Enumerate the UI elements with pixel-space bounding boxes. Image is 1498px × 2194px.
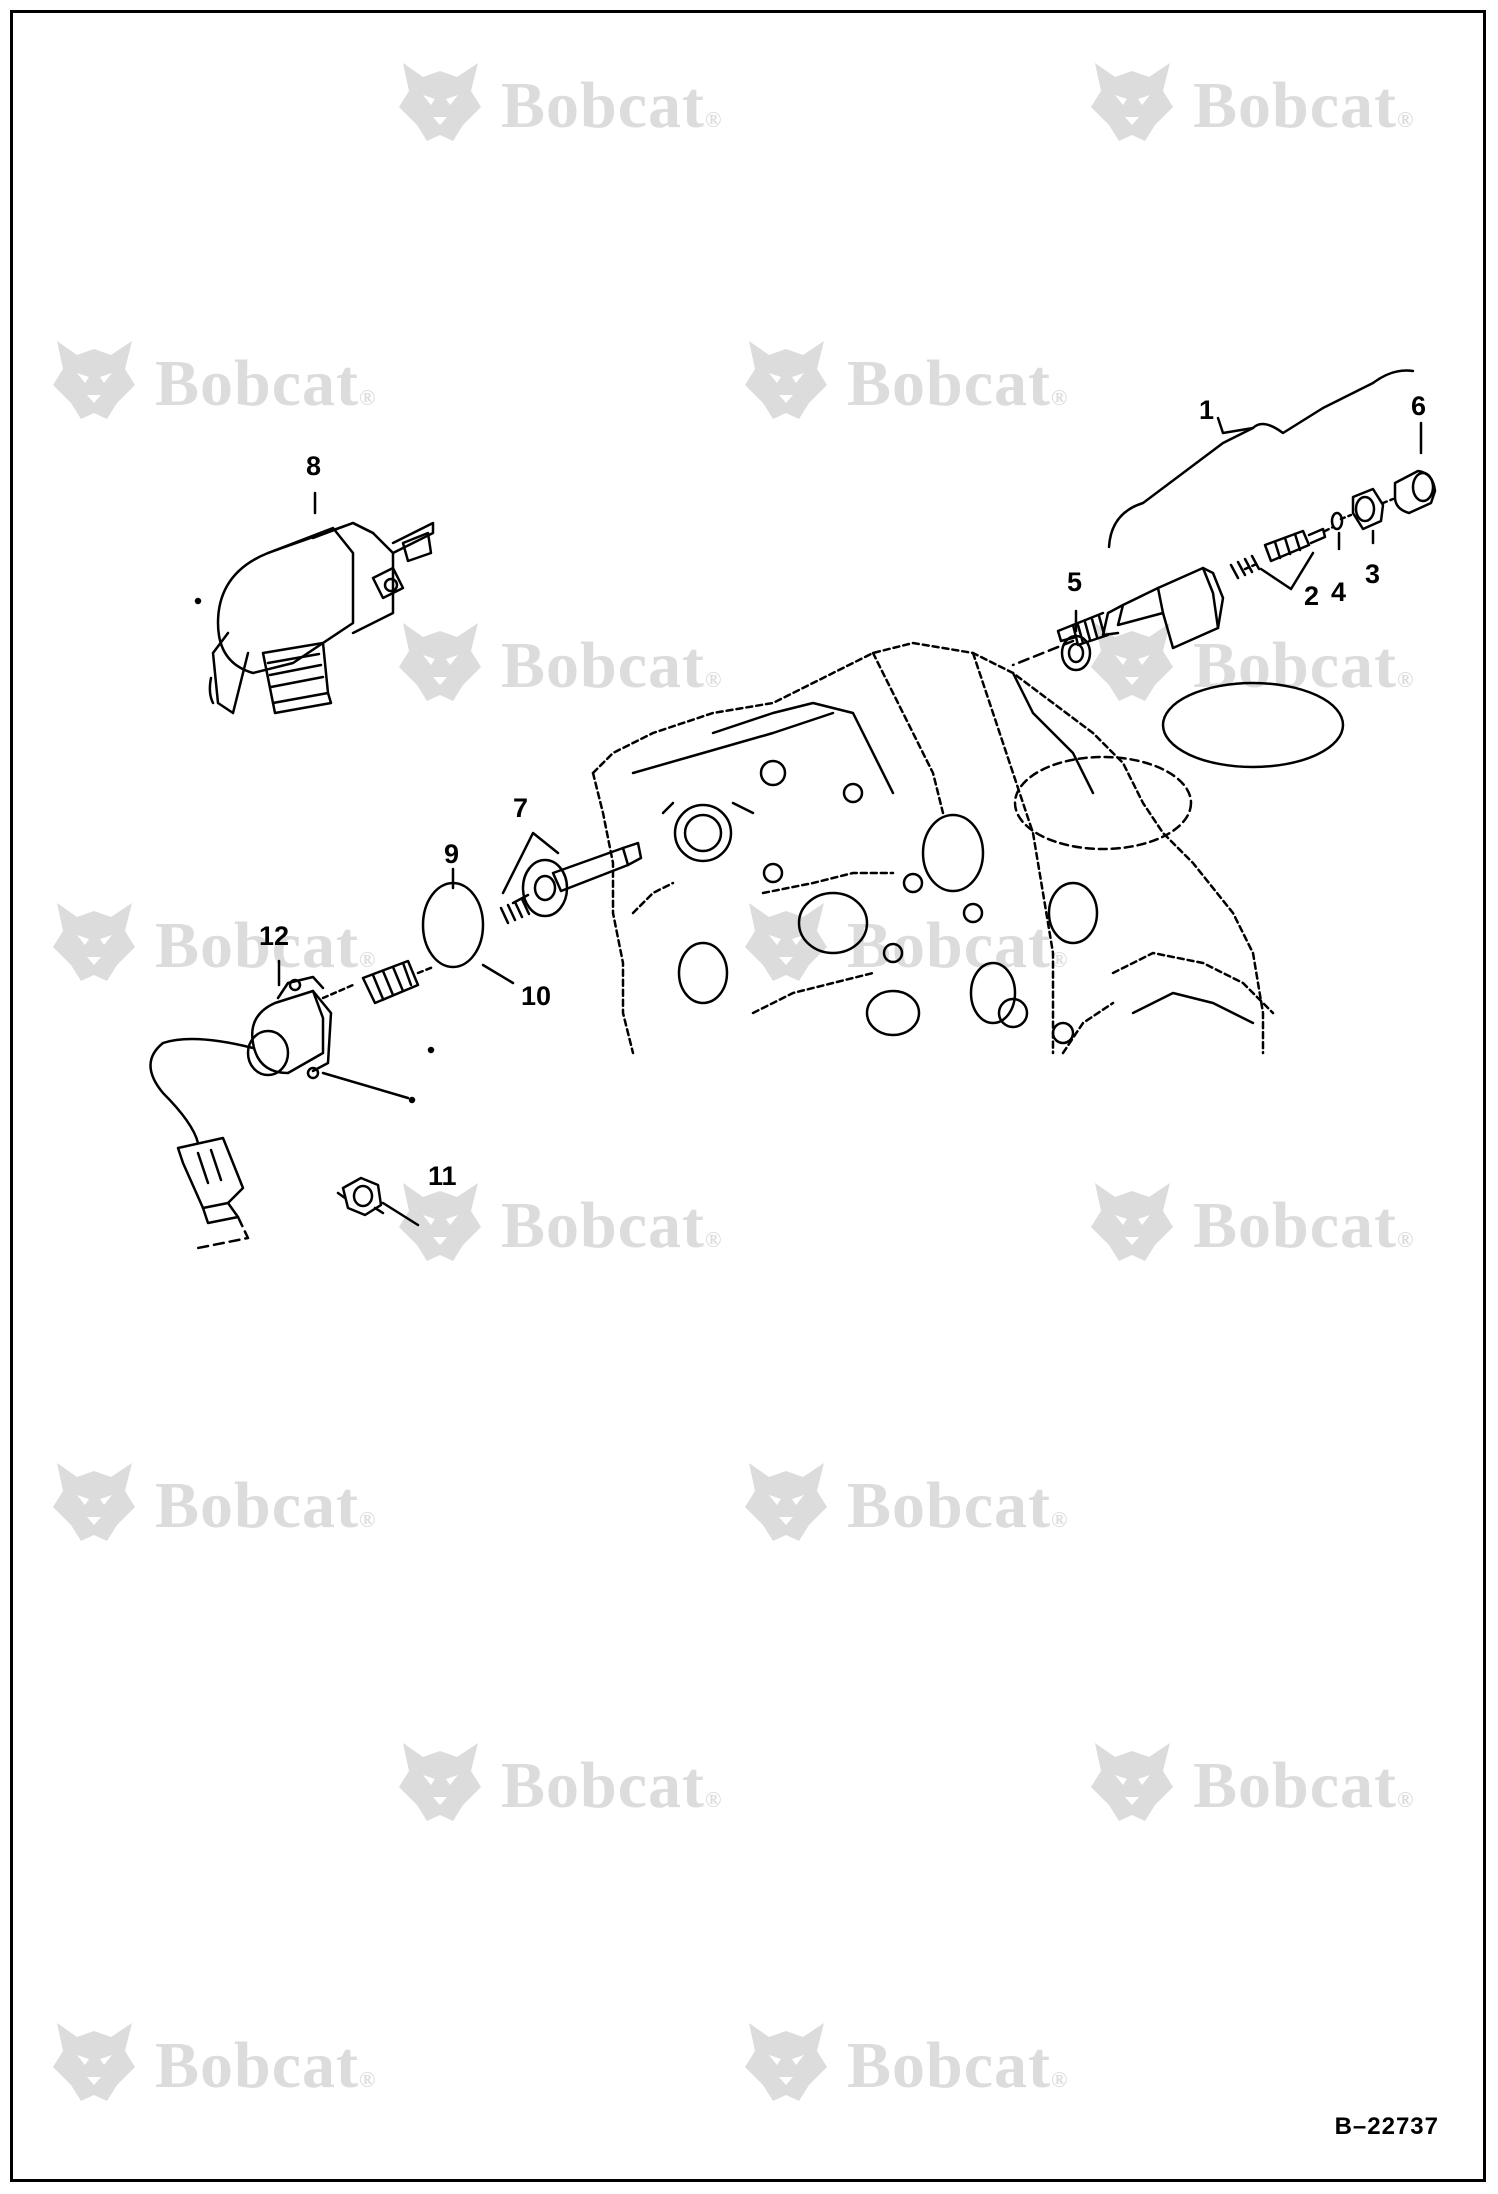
- callout-8: 8: [306, 451, 322, 481]
- bobcat-logo-icon: [393, 1735, 488, 1825]
- callout-1: 1: [1199, 395, 1215, 425]
- bobcat-logo-icon: [393, 1175, 488, 1265]
- registered-mark: ®: [1397, 1787, 1415, 1812]
- registered-mark: ®: [1397, 1227, 1415, 1252]
- engine-block: [591, 641, 1275, 1055]
- bobcat-watermark: Bobcat®: [393, 615, 753, 705]
- reference-number: B–22737: [1334, 2113, 1439, 2140]
- watermark-text: Bobcat®: [155, 2029, 377, 2102]
- registered-mark: ®: [359, 947, 377, 972]
- dot: [427, 1046, 435, 1054]
- registered-mark: ®: [1051, 1507, 1069, 1532]
- bobcat-logo-icon: [739, 895, 834, 985]
- bobcat-logo-icon: [1085, 1175, 1180, 1265]
- callout-7: 7: [513, 793, 529, 823]
- bobcat-logo-icon: [1085, 1735, 1180, 1825]
- watermark-text: Bobcat®: [501, 1189, 723, 1262]
- dot: [408, 1096, 416, 1104]
- callout-10: 10: [521, 981, 552, 1011]
- bobcat-logo-icon: [739, 2015, 834, 2105]
- registered-mark: ®: [359, 385, 377, 410]
- bobcat-logo-icon: [47, 2015, 142, 2105]
- watermark-text: Bobcat®: [155, 347, 377, 420]
- registered-mark: ®: [705, 1787, 723, 1812]
- watermark-text: Bobcat®: [501, 1749, 723, 1822]
- part-7-shaft: [499, 841, 643, 925]
- watermark-text: Bobcat®: [501, 69, 723, 142]
- bobcat-logo-icon: [1085, 615, 1180, 705]
- bobcat-logo-icon: [1085, 55, 1180, 145]
- registered-mark: ®: [1397, 667, 1415, 692]
- bobcat-watermark: Bobcat®: [739, 333, 1099, 423]
- bobcat-watermark: Bobcat®: [739, 895, 1099, 985]
- bobcat-watermark: Bobcat®: [739, 2015, 1099, 2105]
- bobcat-watermark: Bobcat®: [393, 1175, 753, 1265]
- watermark-text: Bobcat®: [847, 909, 1069, 982]
- watermark-text: Bobcat®: [847, 2029, 1069, 2102]
- bobcat-watermark: Bobcat®: [739, 1455, 1099, 1545]
- callout-9: 9: [444, 839, 460, 869]
- registered-mark: ®: [1397, 107, 1415, 132]
- part-11-leader-a: [321, 1071, 410, 1100]
- registered-mark: ®: [705, 1227, 723, 1252]
- bobcat-watermark: Bobcat®: [1085, 1735, 1445, 1825]
- bobcat-watermark: Bobcat®: [47, 2015, 407, 2105]
- registered-mark: ®: [1051, 385, 1069, 410]
- bobcat-logo-icon: [47, 895, 142, 985]
- registered-mark: ®: [1051, 947, 1069, 972]
- watermark-text: Bobcat®: [1193, 1189, 1415, 1262]
- bobcat-watermark: Bobcat®: [393, 1735, 753, 1825]
- bobcat-watermark: Bobcat®: [47, 1455, 407, 1545]
- leader-lines: [277, 369, 1423, 1227]
- bobcat-watermark: Bobcat®: [393, 55, 753, 145]
- exploded-parts-diagram: [149, 369, 1437, 1250]
- gasket-large: [1161, 681, 1345, 769]
- callout-2: 2: [1304, 581, 1320, 611]
- callout-6: 6: [1411, 391, 1427, 421]
- registered-mark: ®: [359, 1507, 377, 1532]
- bobcat-logo-icon: [739, 333, 834, 423]
- watermark-text: Bobcat®: [847, 1469, 1069, 1542]
- callout-4: 4: [1331, 577, 1347, 607]
- bobcat-logo-icon: [393, 615, 488, 705]
- bobcat-watermark: Bobcat®: [47, 895, 407, 985]
- part-9-o-ring: [421, 881, 485, 969]
- part-1-assembly: [1011, 469, 1437, 672]
- part-8-solenoid: [208, 521, 435, 715]
- diagram-frame: Bobcat® Bobcat® Bobcat® Bobcat® Bobcat® …: [10, 10, 1486, 2182]
- bobcat-watermark: Bobcat®: [1085, 1175, 1445, 1265]
- bobcat-logo-icon: [47, 333, 142, 423]
- registered-mark: ®: [705, 107, 723, 132]
- callout-3: 3: [1365, 559, 1381, 589]
- bobcat-logo-icon: [739, 1455, 834, 1545]
- callout-11: 11: [428, 1161, 457, 1191]
- watermark-text: Bobcat®: [847, 347, 1069, 420]
- bobcat-logo-icon: [393, 55, 488, 145]
- registered-mark: ®: [705, 667, 723, 692]
- registered-mark: ®: [359, 2067, 377, 2092]
- callout-12: 12: [259, 921, 290, 951]
- watermark-text: Bobcat®: [1193, 1749, 1415, 1822]
- bobcat-watermark: Bobcat®: [1085, 55, 1445, 145]
- registered-mark: ®: [1051, 2067, 1069, 2092]
- callout-5: 5: [1067, 567, 1083, 597]
- watermark-text: Bobcat®: [501, 629, 723, 702]
- watermark-text: Bobcat®: [1193, 69, 1415, 142]
- gasket-outline: [1013, 755, 1193, 851]
- bobcat-watermark: Bobcat®: [47, 333, 407, 423]
- dot: [194, 597, 202, 605]
- bobcat-logo-icon: [47, 1455, 142, 1545]
- watermark-text: Bobcat®: [155, 909, 377, 982]
- part-11-nut: [336, 1176, 385, 1217]
- part-12-actuator: [149, 959, 435, 1250]
- watermark-text: Bobcat®: [155, 1469, 377, 1542]
